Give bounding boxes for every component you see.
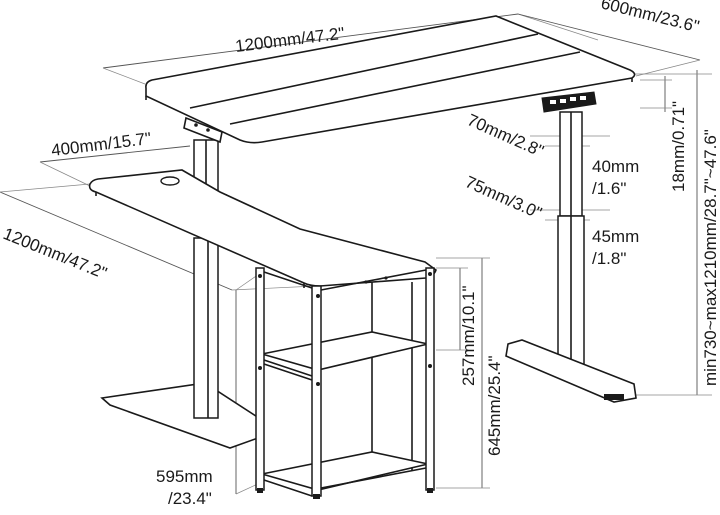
main-desktop bbox=[145, 15, 636, 144]
label-cabinet-shelf-gap: 257mm/10.1" bbox=[459, 285, 478, 386]
right-lifting-column bbox=[505, 111, 637, 403]
label-cabinet-height: 645mm/25.4" bbox=[485, 355, 504, 456]
label-cabinet-depth-1: 595mm bbox=[156, 467, 213, 486]
label-height-range: min730~max1210mm/28.7"~47.6" bbox=[701, 129, 720, 386]
label-top-depth: 600mm/23.6" bbox=[599, 0, 701, 36]
label-shelf-length: 1200mm/47.2" bbox=[1, 224, 110, 283]
label-upper-column-depth-1: 40mm bbox=[592, 157, 639, 176]
cable-grommet bbox=[160, 176, 180, 186]
label-upper-column-depth-2: /1.6" bbox=[592, 179, 626, 198]
storage-cabinet bbox=[255, 267, 435, 499]
label-lower-column-depth-2: /1.8" bbox=[592, 249, 626, 268]
left-base-plate bbox=[100, 382, 263, 449]
label-upper-column-width: 70mm/2.8" bbox=[464, 110, 546, 161]
label-top-thickness: 18mm/0.71" bbox=[669, 101, 688, 192]
label-lower-column-width: 75mm/3.0" bbox=[462, 172, 544, 223]
label-lower-column-depth-1: 45mm bbox=[592, 227, 639, 246]
label-cabinet-depth-2: /23.4" bbox=[168, 489, 212, 508]
control-panel bbox=[541, 91, 597, 113]
